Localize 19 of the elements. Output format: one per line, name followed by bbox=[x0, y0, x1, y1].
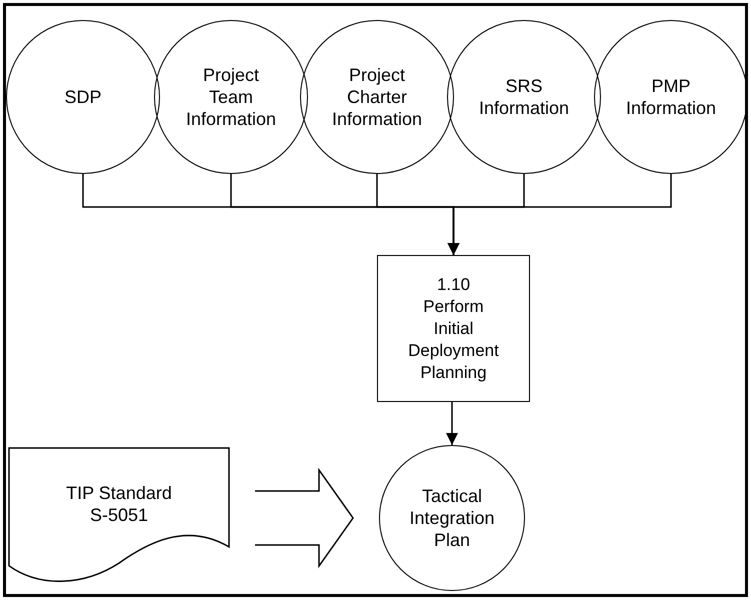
node-label: PMP Information bbox=[624, 75, 718, 119]
node-label: Project Team Information bbox=[184, 64, 278, 130]
node-label: Tactical Integration Plan bbox=[408, 485, 496, 551]
process-box bbox=[377, 255, 530, 402]
document-shape bbox=[8, 447, 230, 582]
node-label: 1.10 Perform Initial Deployment Planning bbox=[408, 274, 500, 384]
data-circle bbox=[447, 20, 601, 174]
block-arrow bbox=[254, 468, 354, 568]
node-label: TIP Standard S-5051 bbox=[65, 482, 173, 526]
node-label: SDP bbox=[64, 86, 102, 108]
arrow bbox=[448, 174, 672, 255]
node-label: SRS Information bbox=[478, 75, 570, 119]
data-circle bbox=[300, 20, 454, 174]
arrow bbox=[446, 402, 458, 445]
data-circle bbox=[594, 20, 748, 174]
data-circle bbox=[154, 20, 308, 174]
data-circle bbox=[379, 445, 525, 591]
node-label: Project Charter Information bbox=[330, 64, 424, 130]
data-circle bbox=[6, 20, 160, 174]
